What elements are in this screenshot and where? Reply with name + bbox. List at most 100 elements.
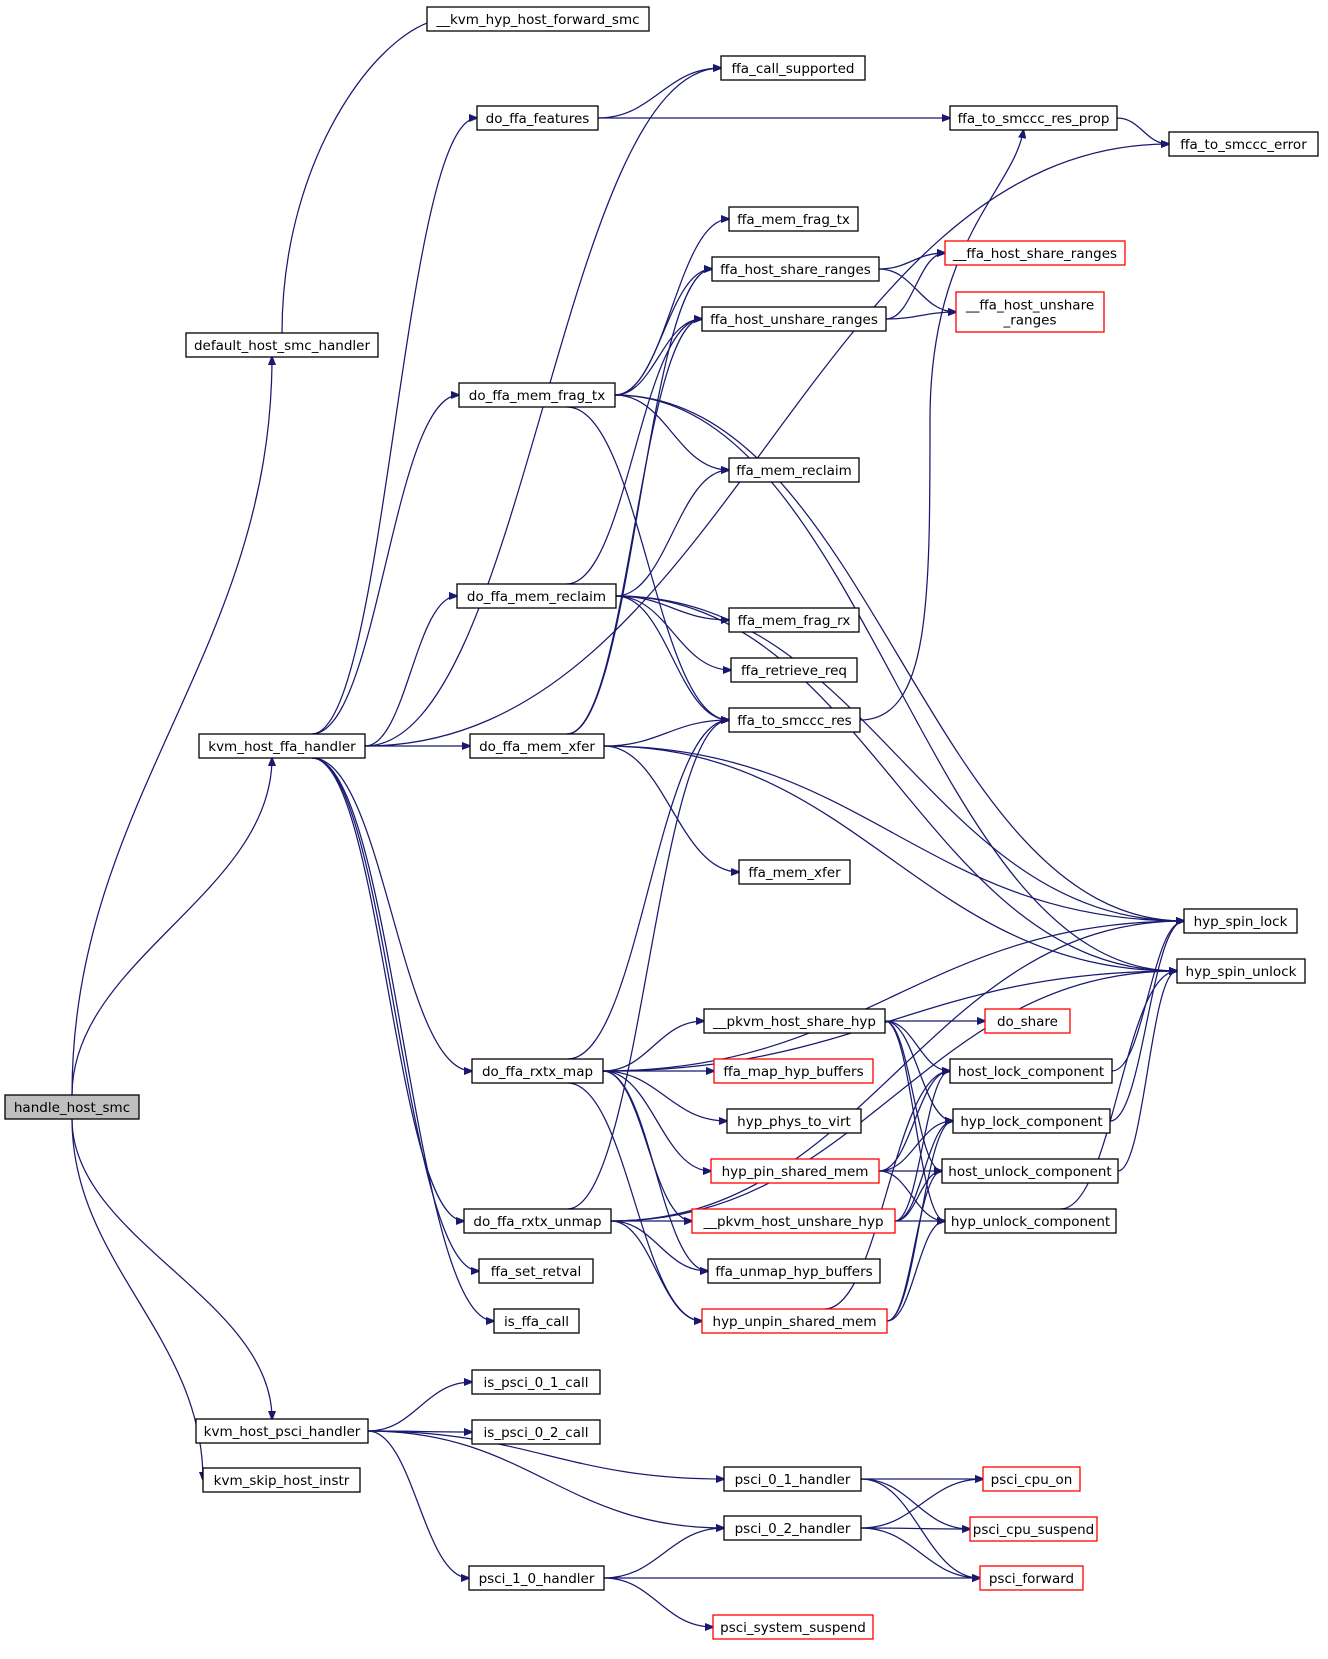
node-label: do_ffa_rxtx_unmap [473,1214,601,1230]
edge-do-ffa-mem-xfer-to-ffa-to-smccc-res [603,720,729,747]
node-pkvm-host-share-hyp[interactable]: __pkvm_host_share_hyp [703,1008,886,1034]
edge-hyp-unpin-shared-mem-to-hyp-unlock-component [886,1221,945,1322]
edge-psci-1-0-handler-to-psci-0-2-handler [603,1528,724,1579]
node-psci-0-2-handler[interactable]: psci_0_2_handler [723,1515,862,1541]
node-ffa-call-supported[interactable]: ffa_call_supported [720,55,866,81]
node-box [982,1466,1081,1492]
node-ffa-host-share-ranges-u[interactable]: __ffa_host_share_ranges [944,240,1126,266]
node-ffa-set-retval[interactable]: ffa_set_retval [478,1258,594,1284]
node-kvm-host-psci-handler[interactable]: kvm_host_psci_handler [195,1418,369,1444]
node-box [723,1515,862,1541]
node-box [710,1158,880,1184]
node-label: __ffa_host_share_ranges [952,246,1117,262]
edge-ffa-to-smccc-res-prop-to-ffa-to-smccc-error [1116,117,1169,144]
edge-handle-host-smc-to-default-host-smc-handler [71,357,272,1096]
node-hyp-unlock-component[interactable]: hyp_unlock_component [944,1208,1117,1234]
node-do-ffa-mem-frag-tx[interactable]: do_ffa_mem_frag_tx [458,382,616,408]
node-box [701,1308,888,1334]
node-box [728,607,860,633]
node-psci-forward[interactable]: psci_forward [979,1565,1084,1591]
node-hyp-phys-to-virt[interactable]: hyp_phys_to_virt [726,1108,862,1134]
node-box [738,859,851,885]
node-label: do_ffa_features [486,111,590,127]
node-kvm-host-ffa-handler[interactable]: kvm_host_ffa_handler [198,733,366,759]
node-do-ffa-mem-reclaim[interactable]: do_ffa_mem_reclaim [456,583,617,609]
node-ffa-host-share-ranges[interactable]: ffa_host_share_ranges [711,256,880,282]
node-ffa-host-unshare-ranges[interactable]: ffa_host_unshare_ranges [701,306,887,332]
node-box [949,1058,1113,1084]
node-label: __pkvm_host_unshare_hyp [702,1214,883,1230]
node-do-ffa-mem-xfer[interactable]: do_ffa_mem_xfer [469,733,605,759]
node-box [458,382,616,408]
node-label: do_ffa_mem_reclaim [467,589,606,605]
node-box [952,1108,1111,1134]
node-psci-system-suspend[interactable]: psci_system_suspend [712,1614,874,1640]
node-ffa-map-hyp-buffers[interactable]: ffa_map_hyp_buffers [713,1058,874,1084]
node-host-lock-component[interactable]: host_lock_component [949,1058,1113,1084]
node-box [463,1208,612,1234]
node-is-psci-0-1-call[interactable]: is_psci_0_1_call [471,1369,601,1395]
edge-host-lock-component-to-hyp-spin-lock [1111,921,1184,1072]
node-kvm-skip-host-instr[interactable]: kvm_skip_host_instr [202,1467,361,1493]
node-box [476,105,599,131]
node-kvm-hyp-host-forward-smc[interactable]: __kvm_hyp_host_forward_smc [426,6,650,32]
node-label: psci_0_1_handler [735,1472,851,1488]
node-box [707,1258,881,1284]
node-psci-1-0-handler[interactable]: psci_1_0_handler [468,1565,605,1591]
node-label: ffa_to_smccc_res_prop [958,111,1110,127]
edge-hyp-pin-shared-mem-to-host-lock-component [878,1071,950,1172]
node-hyp-unpin-shared-mem[interactable]: hyp_unpin_shared_mem [701,1308,888,1334]
node-label: _ranges [1002,313,1056,329]
node-box [713,1058,874,1084]
node-ffa-unmap-hyp-buffers[interactable]: ffa_unmap_hyp_buffers [707,1258,881,1284]
node-ffa-to-smccc-res[interactable]: ffa_to_smccc_res [728,707,861,733]
node-hyp-spin-unlock[interactable]: hyp_spin_unlock [1176,958,1306,984]
node-hyp-pin-shared-mem[interactable]: hyp_pin_shared_mem [710,1158,880,1184]
node-label: ffa_call_supported [732,61,855,77]
node-do-ffa-features[interactable]: do_ffa_features [476,105,599,131]
node-ffa-mem-reclaim[interactable]: ffa_mem_reclaim [728,457,860,483]
node-host-unlock-component[interactable]: host_unlock_component [941,1158,1119,1184]
node-do-ffa-rxtx-unmap[interactable]: do_ffa_rxtx_unmap [463,1208,612,1234]
node-is-ffa-call[interactable]: is_ffa_call [493,1308,580,1334]
node-is-psci-0-2-call[interactable]: is_psci_0_2_call [471,1419,601,1445]
node-ffa-host-unshare-ranges-u[interactable]: __ffa_host_unshare_ranges [955,291,1105,333]
node-label: hyp_lock_component [960,1114,1102,1130]
node-psci-cpu-on[interactable]: psci_cpu_on [982,1466,1081,1492]
node-box [728,457,860,483]
node-box [969,1516,1098,1542]
node-ffa-mem-xfer[interactable]: ffa_mem_xfer [738,859,851,885]
edge-do-ffa-rxtx-unmap-to-hyp-spin-lock [610,921,1184,1222]
node-default-host-smc-handler[interactable]: default_host_smc_handler [185,332,379,358]
node-do-share[interactable]: do_share [984,1008,1071,1034]
edge-ffa-host-unshare-ranges-to-ffa-host-unshare-ranges-u [885,312,956,320]
node-ffa-mem-frag-rx[interactable]: ffa_mem_frag_rx [728,607,860,633]
node-handle-host-smc[interactable]: handle_host_smc [4,1094,140,1120]
edge-pkvm-host-unshare-hyp-to-host-lock-component [894,1071,950,1222]
node-pkvm-host-unshare-hyp[interactable]: __pkvm_host_unshare_hyp [691,1208,896,1234]
node-ffa-retrieve-req[interactable]: ffa_retrieve_req [730,657,858,683]
node-box [198,733,366,759]
node-box [730,657,858,683]
nodes: handle_host_smc __kvm_hyp_host_forward_sm… [4,6,1319,1640]
node-label: hyp_phys_to_virt [737,1114,851,1130]
edge-kvm-host-ffa-handler-to-ffa-to-smccc-error [364,144,1169,747]
node-ffa-to-smccc-res-prop[interactable]: ffa_to_smccc_res_prop [949,105,1118,131]
node-label: do_ffa_mem_xfer [479,739,595,755]
node-box [202,1467,361,1493]
edge-handle-host-smc-to-kvm-host-ffa-handler [71,758,272,1096]
node-psci-cpu-suspend[interactable]: psci_cpu_suspend [969,1516,1098,1542]
node-do-ffa-rxtx-map[interactable]: do_ffa_rxtx_map [471,1058,604,1084]
edge-kvm-host-ffa-handler-to-is-ffa-call [311,757,494,1321]
node-hyp-spin-lock[interactable]: hyp_spin_lock [1183,908,1298,934]
node-label: ffa_mem_frag_rx [738,613,851,629]
edge-do-ffa-features-to-ffa-call-supported [597,68,721,119]
node-box [703,1008,886,1034]
node-ffa-mem-frag-tx[interactable]: ffa_mem_frag_tx [728,206,859,232]
node-label: host_unlock_component [948,1164,1111,1180]
node-psci-0-1-handler[interactable]: psci_0_1_handler [723,1466,862,1492]
edge-hyp-lock-component-to-hyp-spin-lock [1109,921,1184,1122]
node-label: kvm_skip_host_instr [214,1473,350,1489]
node-hyp-lock-component[interactable]: hyp_lock_component [952,1108,1111,1134]
node-ffa-to-smccc-error[interactable]: ffa_to_smccc_error [1168,131,1319,157]
